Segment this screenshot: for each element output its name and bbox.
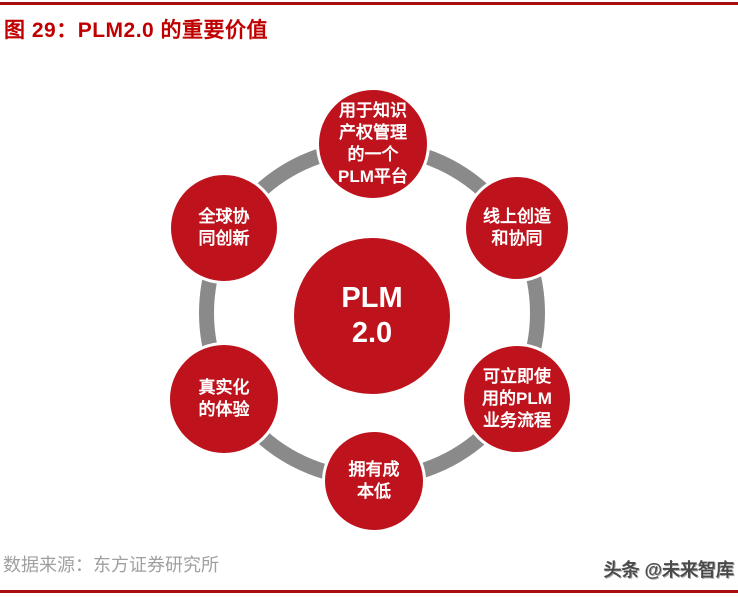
node-low-cost-of-ownership: 拥有成 本低 [322, 429, 426, 533]
node-ready-to-use-processes: 可立即使 用的PLM 业务流程 [461, 343, 573, 455]
node-ip-platform-label: 用于知识 产权管理 的一个 PLM平台 [338, 101, 408, 186]
node-ip-platform: 用于知识 产权管理 的一个 PLM平台 [316, 87, 430, 201]
data-source-label: 数据来源：东方证券研究所 [3, 555, 219, 575]
center-node-plm2-label: PLM 2.0 [341, 282, 403, 349]
node-online-collaboration-label: 线上创造 和协同 [483, 207, 551, 248]
center-node-plm2: PLM 2.0 [294, 238, 450, 394]
node-global-innovation: 全球协 同创新 [168, 172, 280, 284]
node-realistic-experience: 真实化 的体验 [167, 342, 281, 456]
figure-title: 图 29：PLM2.0 的重要价值 [4, 19, 269, 42]
node-realistic-experience-label: 真实化 的体验 [198, 378, 250, 419]
node-global-innovation-label: 全球协 同创新 [198, 207, 250, 248]
node-low-cost-of-ownership-label: 拥有成 本低 [348, 460, 400, 501]
bottom-divider [0, 590, 738, 593]
toutiao-watermark: 头条 @未来智库 [603, 560, 734, 580]
node-ready-to-use-processes-label: 可立即使 用的PLM 业务流程 [482, 367, 552, 430]
top-divider [0, 2, 738, 5]
node-online-collaboration: 线上创造 和协同 [463, 174, 571, 282]
